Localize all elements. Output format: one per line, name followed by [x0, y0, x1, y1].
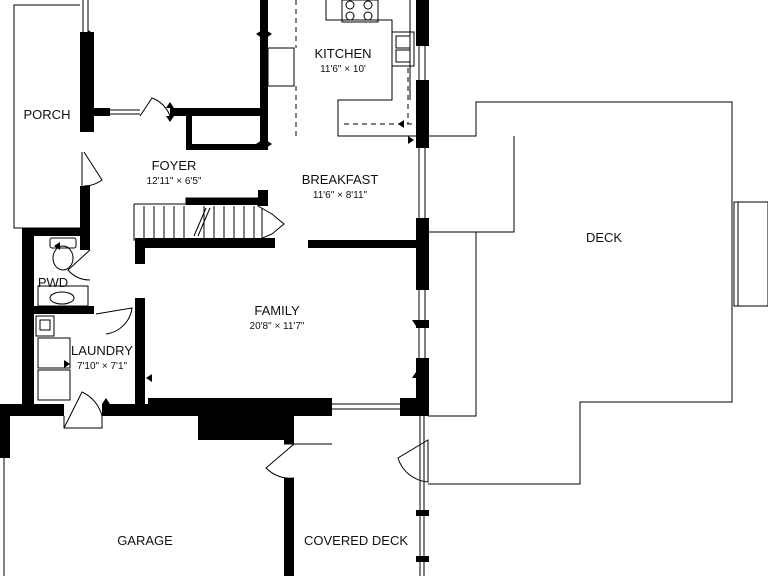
- stair-icon: [133, 197, 285, 241]
- wall: [22, 228, 34, 404]
- deck-outline: [428, 101, 768, 485]
- breakfast-label: BREAKFAST: [302, 172, 379, 187]
- wall: [416, 218, 429, 290]
- section-marks: [54, 30, 420, 404]
- wall: [0, 404, 64, 416]
- toilet-icon: [49, 237, 77, 271]
- wall: [416, 556, 429, 562]
- sink-icon: [391, 31, 415, 67]
- laundry-dims: 7'10" × 7'1": [77, 361, 128, 372]
- wall: [416, 80, 429, 148]
- porch-label: PORCH: [24, 107, 71, 122]
- wall: [416, 510, 429, 516]
- washer-icon: [37, 337, 71, 369]
- wall: [135, 238, 145, 264]
- wall: [80, 32, 94, 132]
- wall: [80, 108, 110, 116]
- stove-icon: [341, 0, 379, 23]
- wall: [0, 404, 10, 458]
- wall: [170, 108, 262, 116]
- wall: [22, 228, 90, 236]
- family-label: FAMILY: [254, 303, 300, 318]
- wall: [186, 198, 258, 205]
- wall: [416, 0, 429, 46]
- deck-steps: [733, 201, 768, 307]
- wall: [258, 190, 268, 206]
- walls: [0, 0, 429, 576]
- fireplace: [198, 398, 294, 440]
- wall: [186, 144, 262, 150]
- wall: [308, 240, 416, 248]
- wall: [135, 298, 145, 404]
- room-labels: KITCHEN 11'6" × 10' PORCH FOYER 12'11" ×…: [24, 46, 623, 548]
- wall: [416, 320, 429, 328]
- kitchen-fixtures: [267, 0, 416, 140]
- pwd-label: PWD: [38, 275, 68, 290]
- laundry-sink-icon: [35, 315, 55, 337]
- dryer-icon: [37, 369, 71, 401]
- wall: [284, 398, 294, 444]
- wall: [80, 186, 90, 232]
- foyer-label: FOYER: [152, 158, 197, 173]
- kitchen-label: KITCHEN: [314, 46, 371, 61]
- family-dims: 20'8" × 11'7": [250, 321, 305, 332]
- wall: [400, 398, 429, 416]
- wall: [34, 306, 94, 314]
- garage-label: GARAGE: [117, 533, 173, 548]
- wall: [260, 0, 268, 150]
- wall: [80, 228, 90, 250]
- wall: [284, 478, 294, 576]
- covered-deck-label: COVERED DECK: [304, 533, 408, 548]
- door-swing-icon: [63, 97, 429, 483]
- kitchen-dims: 11'6" × 10': [320, 64, 366, 75]
- deck-label: DECK: [586, 230, 622, 245]
- laundry-label: LAUNDRY: [71, 343, 133, 358]
- breakfast-dims: 11'6" × 8'11": [313, 190, 368, 201]
- window-marks: [25, 46, 426, 376]
- foyer-dims: 12'11" × 6'5": [147, 176, 202, 187]
- wall: [186, 116, 192, 150]
- vanity-sink-icon: [37, 285, 89, 307]
- wall: [135, 238, 275, 248]
